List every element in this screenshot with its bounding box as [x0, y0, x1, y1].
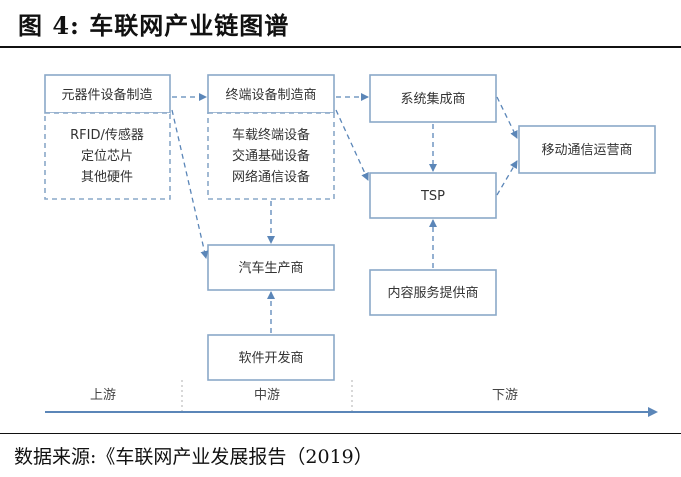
integrator-label: 系统集成商: [400, 91, 465, 107]
arrow-terminal-to-tsp: [335, 109, 369, 181]
content-label: 内容服务提供商: [387, 285, 478, 301]
node-terminal: 终端设备制造商 车载终端设备 交通基础设备 网络通信设备: [207, 74, 335, 200]
figure-title: 图 4: 车联网产业链图谱: [18, 11, 290, 40]
content-box: [369, 269, 497, 316]
software-label: 软件开发商: [238, 350, 303, 366]
node-content: 内容服务提供商: [369, 269, 497, 316]
node-integrator: 系统集成商: [369, 74, 497, 123]
node-carrier: 移动通信运营商: [518, 125, 656, 174]
tsp-box: [369, 172, 497, 219]
components-item: 定位芯片: [81, 149, 133, 164]
components-detail-box: [44, 112, 171, 200]
title-divider: [0, 46, 681, 48]
tsp-label: TSP: [420, 189, 445, 204]
arrow-integrator-to-carrier: [496, 96, 518, 139]
terminal-item: 交通基础设备: [232, 148, 310, 164]
stage-label-midstream: 中游: [254, 388, 280, 403]
arrow-components-to-oem: [171, 109, 209, 259]
node-oem: 汽车生产商: [207, 244, 335, 291]
oem-label: 汽车生产商: [238, 260, 303, 276]
components-header-box: [44, 74, 171, 114]
terminal-item: 车载终端设备: [232, 127, 310, 143]
software-box: [207, 334, 335, 381]
node-software: 软件开发商: [207, 334, 335, 381]
source-divider: [0, 433, 681, 434]
terminal-item: 网络通信设备: [232, 169, 310, 185]
terminal-header-box: [207, 74, 335, 114]
components-label: 元器件设备制造: [61, 87, 152, 103]
components-item: 其他硬件: [81, 170, 133, 185]
terminal-detail-box: [207, 112, 335, 200]
carrier-box: [518, 125, 656, 174]
arrow-tsp-to-carrier: [496, 160, 518, 196]
node-components: 元器件设备制造 RFID/传感器 定位芯片 其他硬件: [44, 74, 171, 200]
node-tsp: TSP: [369, 172, 497, 219]
stage-label-upstream: 上游: [90, 388, 116, 403]
oem-box: [207, 244, 335, 291]
components-item: RFID/传感器: [70, 127, 144, 143]
source-note: 数据来源:《车联网产业发展报告（2019）: [14, 446, 373, 468]
integrator-box: [369, 74, 497, 123]
terminal-label: 终端设备制造商: [225, 87, 316, 103]
carrier-label: 移动通信运营商: [541, 143, 632, 158]
industry-chain-diagram: 元器件设备制造 RFID/传感器 定位芯片 其他硬件 终端设备制造商 车载终端设…: [44, 74, 658, 417]
stage-axis-arrowhead: [648, 407, 658, 417]
stage-label-downstream: 下游: [492, 388, 518, 403]
